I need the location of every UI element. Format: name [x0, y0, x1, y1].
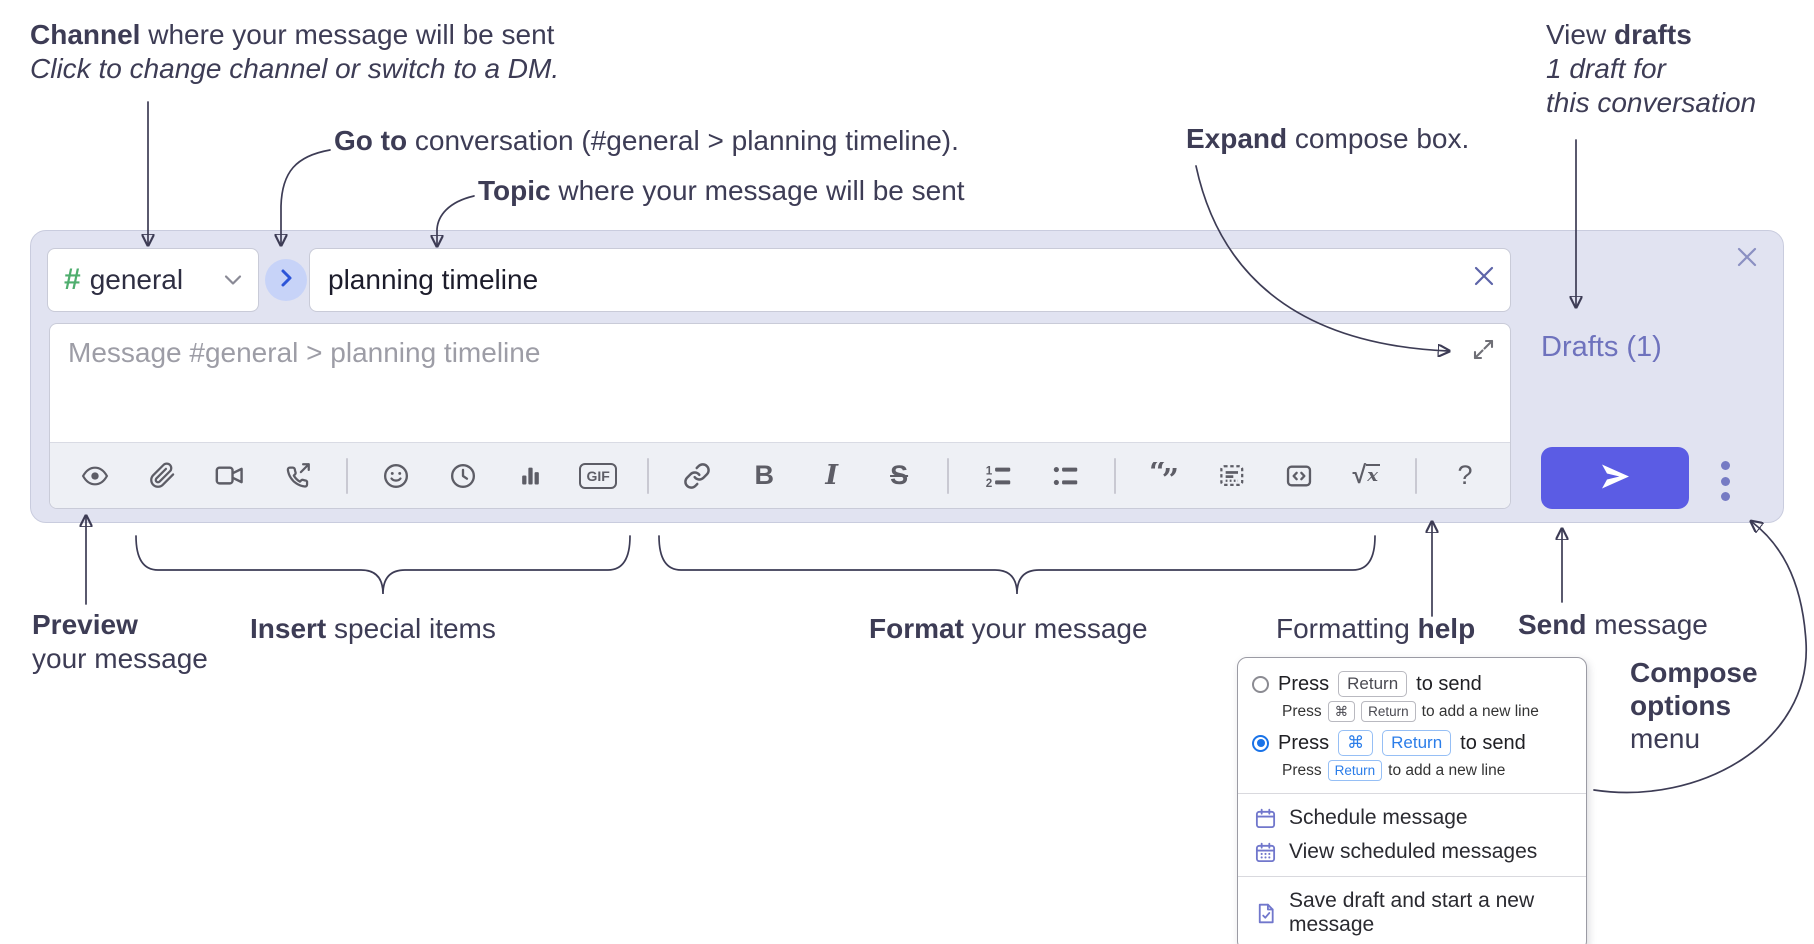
time-icon[interactable] — [444, 457, 482, 495]
message-placeholder: Message #general > planning timeline — [68, 337, 541, 368]
channel-hash-icon: # — [64, 263, 81, 296]
annotation-formatting-help: Formatting help — [1276, 613, 1476, 644]
strikethrough-icon[interactable]: S — [890, 460, 909, 490]
italic-icon[interactable]: I — [825, 460, 838, 491]
option-return-to-send[interactable]: Press Return to send — [1238, 668, 1586, 700]
message-compose-unit: Message #general > planning timeline — [49, 323, 1511, 509]
toolbar-divider — [1113, 457, 1116, 494]
compose-box: # general Message #general > planning ti… — [30, 230, 1784, 523]
option-cmd-return-subtext: Press Return to add a new line — [1238, 759, 1586, 786]
menu-item-schedule-message[interactable]: Schedule message — [1238, 801, 1586, 835]
poll-icon[interactable] — [512, 457, 550, 495]
annotation-send: Send message — [1518, 609, 1708, 640]
toolbar-divider — [345, 457, 348, 494]
gif-icon[interactable]: GIF — [579, 457, 617, 495]
annotation-preview: Preview your message — [32, 609, 208, 674]
expand-compose-icon[interactable] — [1470, 336, 1497, 363]
preview-icon[interactable] — [76, 457, 114, 495]
annotation-expand: Expand compose box. — [1186, 123, 1470, 154]
svg-text:“: “ — [1149, 462, 1166, 490]
calendar-icon — [1254, 807, 1277, 830]
ellipsis-dot — [1720, 461, 1730, 470]
annotation-insert: Insert special items — [250, 613, 496, 644]
brace-insert — [135, 535, 631, 595]
brace-format — [658, 535, 1376, 595]
help-icon[interactable]: ? — [1457, 460, 1473, 490]
compose-options-popup: Press Return to send Press ⌘ Return to a… — [1237, 657, 1587, 944]
compose-options-menu-button[interactable] — [1705, 461, 1745, 501]
svg-text:”: ” — [1162, 462, 1179, 489]
annotation-compose-options: Compose options menu — [1630, 657, 1758, 754]
message-textarea[interactable]: Message #general > planning timeline — [50, 324, 1510, 443]
save-draft-icon — [1254, 902, 1277, 925]
ellipsis-dot — [1720, 476, 1730, 486]
clear-topic-icon[interactable] — [1471, 263, 1497, 289]
return-keycap: Return — [1382, 730, 1452, 756]
channel-name: general — [89, 264, 184, 295]
cmd-keycap: ⌘ — [1327, 701, 1356, 722]
ellipsis-dot — [1720, 492, 1730, 501]
video-call-icon[interactable] — [211, 457, 249, 495]
send-button[interactable] — [1541, 447, 1689, 509]
bold-icon[interactable]: B — [754, 460, 775, 490]
math-icon[interactable]: √x — [1352, 461, 1380, 489]
cmd-keycap: ⌘ — [1338, 730, 1374, 756]
link-icon[interactable] — [678, 457, 716, 495]
svg-text:1: 1 — [986, 464, 993, 477]
toolbar-divider — [947, 457, 950, 494]
audio-call-icon[interactable] — [278, 457, 316, 495]
attach-file-icon[interactable] — [143, 457, 181, 495]
topic-input[interactable] — [309, 248, 1511, 312]
calendar-grid-icon — [1254, 841, 1277, 864]
emoji-icon[interactable] — [377, 457, 415, 495]
channel-selector-button[interactable]: # general — [47, 248, 259, 312]
radio-unselected-icon[interactable] — [1252, 675, 1269, 693]
return-keycap: Return — [1361, 701, 1416, 722]
menu-item-view-scheduled-messages[interactable]: View scheduled messages — [1238, 835, 1586, 869]
option-cmd-return-to-send[interactable]: Press ⌘ Return to send — [1238, 727, 1586, 759]
quote-icon[interactable]: “ ” — [1145, 457, 1183, 495]
bulleted-list-icon[interactable] — [1046, 457, 1084, 495]
annotation-view-drafts: View drafts 1 draft for this conversatio… — [1546, 19, 1757, 118]
annotation-channel-sub: Click to change channel or switch to a D… — [30, 53, 560, 84]
toolbar-divider — [1414, 457, 1417, 494]
annotation-channel-rest: where your message will be sent — [140, 19, 555, 50]
annotation-format: Format your message — [869, 613, 1148, 644]
close-compose-icon[interactable] — [1733, 243, 1761, 271]
popup-divider — [1238, 793, 1586, 794]
go-to-conversation-button[interactable] — [265, 259, 307, 301]
return-keycap: Return — [1327, 760, 1383, 781]
annotation-channel-bold: Channel — [30, 19, 141, 50]
toolbar-divider — [646, 457, 649, 494]
radio-selected-icon[interactable] — [1252, 734, 1269, 752]
send-paper-plane-icon — [1598, 462, 1632, 494]
return-keycap: Return — [1338, 671, 1408, 697]
annotation-goto: Go to conversation (#general > planning … — [334, 125, 959, 156]
menu-item-save-draft[interactable]: Save draft and start a new message — [1238, 884, 1586, 942]
compose-toolbar: GIF B I S 1 2 — [50, 442, 1510, 508]
popup-divider — [1238, 876, 1586, 877]
chevron-down-icon — [224, 274, 242, 286]
annotation-channel: Channel where your message will be sent … — [30, 18, 559, 86]
annotation-topic: Topic where your message will be sent — [478, 175, 965, 206]
chevron-right-icon — [279, 268, 293, 293]
drafts-link[interactable]: Drafts (1) — [1541, 331, 1662, 363]
option-return-subtext: Press ⌘ Return to add a new line — [1238, 700, 1586, 727]
spoiler-icon[interactable] — [1212, 457, 1250, 495]
numbered-list-icon[interactable]: 1 2 — [979, 457, 1017, 495]
svg-text:2: 2 — [986, 477, 993, 490]
code-icon[interactable] — [1280, 457, 1318, 495]
